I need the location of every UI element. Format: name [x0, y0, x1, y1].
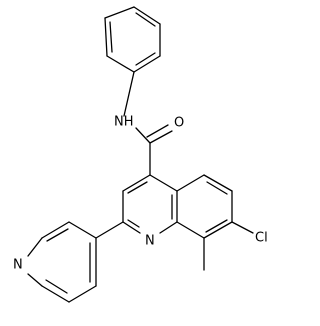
bond-double-inner [46, 228, 69, 242]
bond [203, 174, 233, 192]
bond-double-inner [135, 12, 156, 27]
bond [133, 55, 161, 73]
bond-double-inner [206, 181, 228, 195]
quinoline-nitrogen-label: N [145, 234, 155, 249]
bond [104, 17, 108, 57]
bond [104, 6, 135, 19]
bond [95, 221, 124, 239]
bond [122, 221, 141, 234]
bond [176, 221, 205, 239]
bond [123, 71, 135, 117]
bond [159, 221, 178, 234]
bond [133, 6, 161, 25]
bond [231, 221, 254, 234]
bond [41, 285, 70, 303]
chlorine-label: Cl [255, 231, 268, 246]
bond [68, 221, 97, 239]
bond-double-inner [205, 219, 228, 233]
bond [149, 130, 173, 144]
bond-double-inner [127, 219, 140, 228]
bond [149, 174, 178, 192]
bond [176, 174, 205, 192]
pyridine-ring [27, 221, 97, 303]
bond [41, 221, 70, 239]
bond [27, 273, 43, 287]
bond [135, 127, 151, 144]
molecule-structure-diagram: NH O N N Cl [13, 6, 268, 303]
nh-label: NH [114, 115, 134, 130]
bond-double-inner [45, 279, 68, 294]
bond [106, 55, 135, 73]
bond-double-inner [135, 52, 156, 66]
pyridine-nitrogen-label: N [13, 258, 23, 273]
bond [68, 285, 97, 303]
oxygen-label: O [174, 116, 184, 131]
quinoline-ring-system [122, 174, 233, 239]
phenyl-ring [104, 6, 161, 73]
bond [27, 237, 43, 257]
bond-double-inner [146, 124, 169, 138]
bond [203, 221, 233, 239]
bond-double-inner [109, 21, 113, 53]
bond [122, 174, 151, 192]
bond-double-inner [127, 181, 148, 194]
